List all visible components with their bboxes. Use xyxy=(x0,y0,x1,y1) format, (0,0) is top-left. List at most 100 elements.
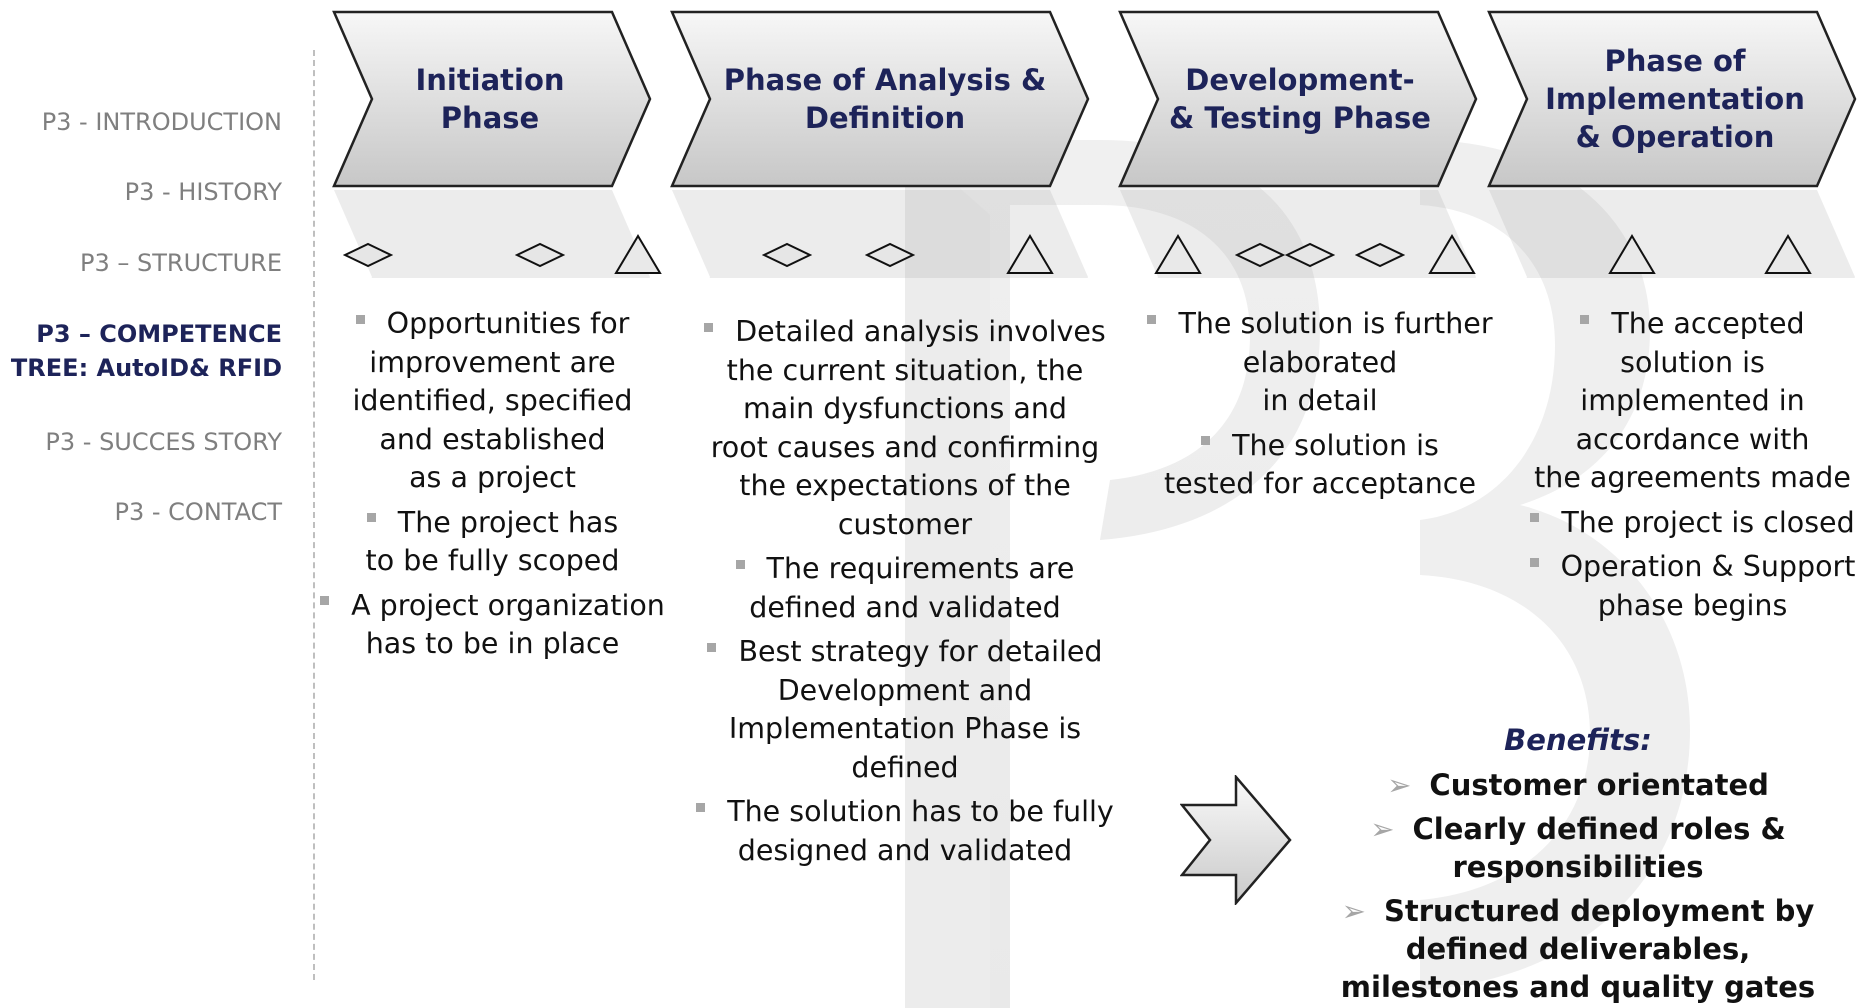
benefit-line: defined deliverables, xyxy=(1318,930,1838,968)
benefit-item: ➢Clearly defined roles &responsibilities xyxy=(1318,810,1838,886)
phase-bullet-line: The accepted xyxy=(1510,305,1875,344)
phase-title-line: Initiation xyxy=(415,63,565,97)
phase-bullet-text: The accepted xyxy=(1611,307,1805,340)
phase-chevron-4 xyxy=(1487,10,1857,188)
phase-bullet-text: The project has xyxy=(397,505,619,539)
phase-bullet-line: Detailed analysis involves xyxy=(690,313,1120,352)
phase-bullet-line: customer xyxy=(690,506,1120,545)
nav-item-introduction[interactable]: P3 - INTRODUCTION xyxy=(41,108,282,136)
phase-bullet-list: Detailed analysis involves the current si… xyxy=(690,313,1120,870)
diamond-milestone-icon xyxy=(762,242,812,268)
phase-bullet-line: Implementation Phase is xyxy=(690,710,1120,749)
diamond-milestone-icon xyxy=(1235,242,1285,268)
chevron-arrow-icon xyxy=(1180,775,1292,905)
phase-title-line: Phase xyxy=(440,101,540,135)
phase-chevron-reflection xyxy=(332,188,652,278)
arrowhead-bullet-icon: ➢ xyxy=(1341,894,1366,928)
nav-item-success-story[interactable]: P3 - SUCCES STORY xyxy=(45,428,282,456)
square-bullet-icon xyxy=(355,314,365,324)
square-bullet-icon xyxy=(1530,513,1540,522)
phase-bullet-text: in detail xyxy=(1262,384,1378,417)
phase-bullet-line: improvement are xyxy=(320,344,665,383)
nav-item-contact[interactable]: P3 - CONTACT xyxy=(114,498,282,526)
phase-description-2: Detailed analysis involves the current si… xyxy=(690,313,1120,876)
square-bullet-icon xyxy=(707,642,717,652)
phase-title-2: Phase of Analysis &Definition xyxy=(720,10,1050,188)
phase-bullet-line: The solution is xyxy=(1140,427,1500,466)
phase-title-line: Implementation xyxy=(1545,82,1805,116)
square-bullet-icon xyxy=(1201,436,1211,445)
phase-title-line: & Operation xyxy=(1575,120,1775,154)
phase-title-text: Phase of Analysis &Definition xyxy=(724,61,1046,137)
phase-bullet-line: root causes and confirming xyxy=(690,429,1120,468)
triangle-gate-icon xyxy=(1764,234,1812,274)
phase-chevron-2 xyxy=(670,10,1090,188)
nav-item-structure[interactable]: P3 – STRUCTURE xyxy=(80,249,282,277)
phase-title-text: Development-& Testing Phase xyxy=(1169,61,1431,137)
phase-bullet-item: Detailed analysis involves the current si… xyxy=(690,313,1120,544)
phase-title-line: & Testing Phase xyxy=(1169,101,1431,135)
nav-item-competence-line1: P3 – COMPETENCE xyxy=(36,320,282,348)
phase-bullet-text: Operation & Support xyxy=(1560,550,1856,583)
phase-title-line: Phase of Analysis & xyxy=(723,63,1047,97)
phase-bullet-text: and established xyxy=(379,422,606,456)
triangle-gate-icon xyxy=(1428,234,1476,274)
phase-bullet-text: defined and validated xyxy=(749,590,1061,624)
square-bullet-icon xyxy=(696,802,706,812)
benefit-item: ➢Customer orientated xyxy=(1318,766,1838,804)
nav-item-competence-tree[interactable]: P3 – COMPETENCE TREE: AutoID& RFID xyxy=(11,317,282,385)
phase-bullet-text: Development and xyxy=(777,673,1033,707)
benefits-title: Benefits: xyxy=(1504,723,1652,757)
phase-bullet-text: improvement are xyxy=(369,345,616,379)
phase-bullet-line: and established xyxy=(320,421,665,460)
benefit-text: Structured deployment by xyxy=(1383,894,1815,928)
phase-bullet-line: tested for acceptance xyxy=(1140,465,1500,504)
diamond-milestone-icon xyxy=(343,242,393,268)
phase-chevron-reflection xyxy=(1118,188,1478,278)
phase-bullet-line: defined xyxy=(690,749,1120,788)
triangle-gate-icon xyxy=(1006,234,1054,274)
phase-bullet-text: has to be in place xyxy=(365,627,620,660)
phase-bullet-line: as a project xyxy=(320,459,665,498)
phase-chevron-reflection xyxy=(670,188,1090,278)
phase-bullet-text: The project is closed xyxy=(1561,505,1855,539)
square-bullet-icon xyxy=(1529,557,1539,567)
phase-bullet-line: to be fully scoped xyxy=(320,542,665,581)
triangle-gate-icon xyxy=(1154,234,1202,274)
phase-bullet-line: implemented in xyxy=(1510,382,1875,421)
phase-bullet-text: The requirements are xyxy=(766,552,1075,585)
benefit-line: ➢Clearly defined roles & xyxy=(1318,810,1838,848)
square-bullet-icon xyxy=(1580,314,1590,324)
phase-bullet-line: Operation & Support xyxy=(1510,548,1875,587)
phase-bullet-text: designed and validated xyxy=(737,833,1073,867)
benefits-list: ➢Customer orientated ➢Clearly defined rol… xyxy=(1318,766,1838,1006)
diamond-milestone-icon xyxy=(1355,242,1405,268)
triangle-gate-icon xyxy=(1608,234,1656,274)
phase-bullet-line: accordance with xyxy=(1510,421,1875,460)
phase-bullet-line: defined and validated xyxy=(690,589,1120,628)
benefit-text: responsibilities xyxy=(1452,850,1704,884)
phase-bullet-line: the current situation, the xyxy=(690,352,1120,391)
benefit-line: ➢ Structured deployment by xyxy=(1318,892,1838,930)
phase-bullet-text: The solution is xyxy=(1232,428,1439,462)
phase-bullet-line: The solution is further xyxy=(1140,305,1500,344)
phase-bullet-text: implemented in xyxy=(1580,384,1805,417)
phase-bullet-text: Detailed analysis involves xyxy=(735,315,1106,348)
nav-item-history[interactable]: P3 - HISTORY xyxy=(124,178,282,206)
phase-bullet-line: The project is closed xyxy=(1510,504,1875,543)
phase-bullet-item: The project is closed xyxy=(1510,504,1875,543)
phase-bullet-text: elaborated xyxy=(1242,345,1398,379)
